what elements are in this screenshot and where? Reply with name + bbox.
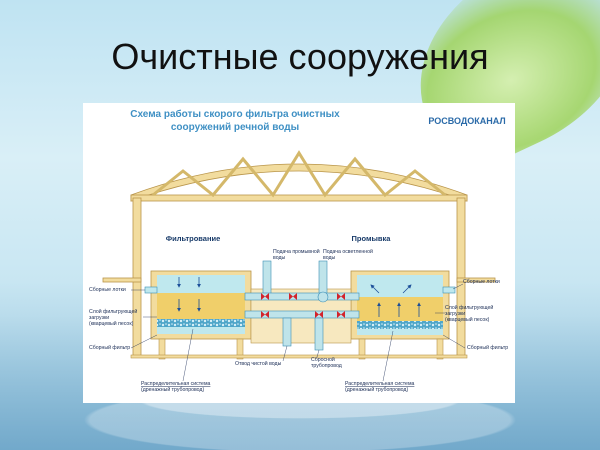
label-layer-right-2: загрузки [445, 311, 465, 317]
label-dist-right-2: (дренажный трубопровод) [345, 386, 408, 393]
label-dist-right-1: Распределительная система [345, 381, 415, 387]
filter-diagram: Схема работы скорого фильтра очистных со… [89, 108, 508, 393]
label-layer-left-1: Слой фильтрующей [89, 308, 137, 315]
label-dist-left-2: (дренажный трубопровод) [141, 386, 204, 393]
label-collector-left: Сборный фильтр [89, 344, 130, 351]
diagram-panel: Схема работы скорого фильтра очистных со… [83, 103, 515, 403]
label-clarified-water-2: воды [323, 255, 335, 261]
label-trays-left: Сборные лотки [89, 287, 126, 293]
support-columns [130, 338, 468, 360]
leader-lines [130, 283, 466, 382]
section-washing: Промывка [352, 234, 392, 243]
collecting-trays [144, 286, 456, 294]
right-filter-tank [350, 270, 450, 340]
label-drain-1: Сбросной [311, 356, 335, 363]
label-layer-left-2: загрузки [89, 315, 109, 321]
label-wash-water-2: воды [273, 255, 285, 261]
label-wash-water-1: Подача промывной [273, 248, 320, 255]
left-flow-arrows [177, 277, 201, 312]
label-dist-left-1: Распределительная система [141, 381, 211, 387]
slide-title: Очистные сооружения [111, 36, 489, 77]
diagram-title-line2: сооружений речной воды [171, 122, 299, 133]
right-flow-arrows [370, 284, 421, 317]
label-layer-right-1: Слой фильтрующей [445, 304, 493, 311]
truss-web [152, 150, 446, 198]
valves [261, 293, 345, 318]
label-clean-water: Отвод чистой воды [235, 360, 282, 367]
diagram-title-line1: Схема работы скорого фильтра очистных [130, 108, 340, 120]
brand-logo-text: РОСВОДОКАНАЛ [428, 116, 505, 126]
label-layer-left-3: (кварцевый песок) [89, 320, 134, 327]
label-drain-2: трубопровод [311, 363, 342, 369]
section-filtering: Фильтрование [166, 234, 221, 243]
label-collector-right: Сборный фильтр [467, 344, 508, 351]
left-filter-tank [150, 270, 252, 340]
roof-truss [130, 163, 468, 202]
label-trays-right: Сборные лотки [463, 279, 500, 285]
label-layer-right-3: (кварцевый песок) [445, 316, 490, 323]
label-clarified-water-1: Подача осветленной [323, 248, 373, 255]
